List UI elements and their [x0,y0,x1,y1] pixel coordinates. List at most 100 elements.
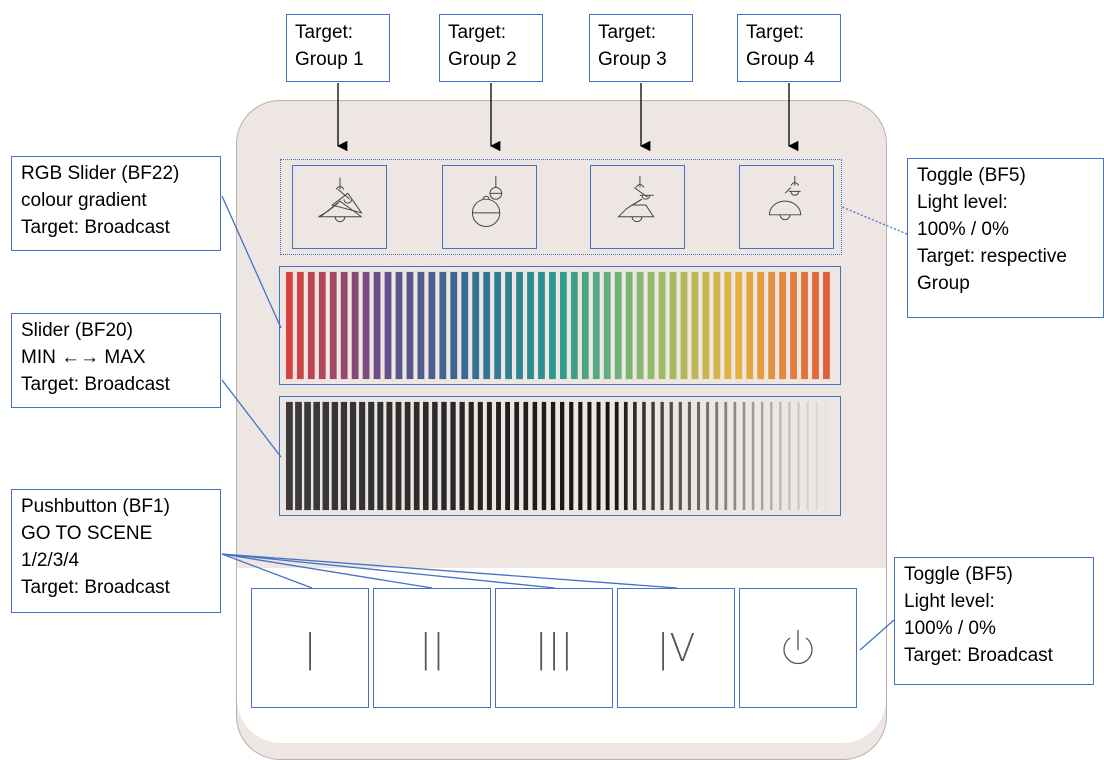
rgb-slider-bar [735,271,743,380]
target-group-4-label: Target:Group 4 [737,14,841,82]
toggle-group-2-button[interactable] [442,165,537,249]
brightness-slider-bar [541,401,547,511]
rgb-slider-bar [801,271,808,380]
brightness-slider-bar [687,401,691,511]
rgb-slider-bar [680,271,688,380]
rgb-slider-bar [790,271,797,380]
globe-lamp-icon [471,175,503,228]
brightness-slider-bar [788,401,791,511]
brightness-slider-bar [505,401,511,511]
rgb-slider-bar [702,271,710,380]
rgb-slider-bar [450,271,458,380]
brightness-slider-bar [669,401,673,511]
rgb-slider-bar [527,271,534,380]
toggle-group-1-button[interactable] [292,165,387,249]
rgb-slider-bar [505,271,512,380]
rgb-slider-bar [318,271,326,380]
brightness-slider-bar [614,401,619,511]
rgb-slider-bar [570,271,578,380]
brightness-slider-bar [313,401,320,511]
rgb-slider[interactable] [279,266,841,385]
scene-1-button[interactable]: | [251,588,369,708]
brightness-slider-bar [422,401,429,511]
rgb-slider-bar [768,271,776,380]
rgb-slider-bar [340,271,348,380]
brightness-slider-bar [560,401,565,511]
brightness-slider-bar [779,401,782,511]
rgb-slider-bar [351,271,359,380]
rgb-slider-bar [724,271,732,380]
brightness-slider-bar [322,401,330,511]
brightness-slider-bar [477,401,483,511]
scene-2-icon: || [419,626,445,670]
toggle-groups-callout: Toggle (BF5) Light level: 100% / 0% Targ… [907,158,1104,318]
brightness-slider-bar [285,401,293,511]
brightness-slider-bar [596,401,601,511]
brightness-slider-bar [441,401,447,511]
brightness-slider-bar [724,401,728,511]
rgb-slider-bar [625,271,633,380]
rgb-slider-bar [560,271,567,380]
pendant-lamp-trapezoid-icon [617,175,655,223]
brightness-slider-bar [368,401,375,511]
brightness-slider-bar [377,401,384,511]
brightness-slider-bar [706,401,710,511]
toggle-group-4-button[interactable] [739,165,834,249]
rgb-slider-bar [669,271,677,380]
toggle-group-3-button[interactable] [590,165,685,249]
brightness-slider-bar [824,401,827,511]
brightness-slider-bar [660,401,664,511]
scene-3-icon: ||| [534,626,574,670]
rgb-slider-bar [823,271,830,380]
scene-2-button[interactable]: || [373,588,491,708]
brightness-slider-bar [815,401,818,511]
brightness-slider-bar [304,401,311,511]
brightness-slider-bar [715,401,719,511]
power-icon [783,630,813,665]
brightness-slider-bar [633,401,637,511]
rgb-slider-bar [779,271,787,380]
target-group-2-label: Target:Group 2 [439,14,543,82]
brightness-slider-bar [651,401,655,511]
rgb-slider-bar [417,271,425,380]
dome-lamp-icon [768,175,802,221]
rgb-slider-bar [428,271,436,380]
rgb-slider-bar [494,271,502,380]
rgb-slider-bar [713,271,721,380]
power-button[interactable] [739,588,857,708]
rgb-slider-bar [384,271,392,380]
scene-4-button[interactable]: |V [617,588,735,708]
brightness-slider-bar [550,401,556,511]
brightness-slider-bar [770,401,773,511]
brightness-slider-bar [359,401,366,511]
brightness-slider-bar [569,401,574,511]
rgb-slider-bar [439,271,447,380]
brightness-slider-bars [285,401,827,511]
rgb-slider-bar [406,271,414,380]
brightness-slider-bar [678,401,682,511]
scene-1-icon: | [303,626,317,670]
rgb-slider-bar [395,271,403,380]
rgb-slider-bar [461,271,469,380]
rgb-slider-bar [483,271,491,380]
scene-3-button[interactable]: ||| [495,588,613,708]
brightness-slider-bar [349,401,357,511]
brightness-slider-bar [742,401,746,511]
brightness-slider[interactable] [279,396,841,516]
scene-4-icon: |V [656,626,696,670]
rgb-slider-bar [658,271,666,380]
brightness-slider-bar [523,401,529,511]
rgb-slider-bar [472,271,480,380]
brightness-slider-callout: Slider (BF20) MIN ←→ MAX Target: Broadca… [11,313,221,408]
brightness-slider-bar [295,401,302,511]
pendant-lamp-cone-icon [318,177,363,223]
brightness-slider-bar [496,401,501,511]
brightness-slider-bar [331,401,339,511]
rgb-slider-bar [296,271,304,380]
rgb-slider-bar [373,271,381,380]
rgb-slider-bar [592,271,600,380]
brightness-slider-bar [605,401,610,511]
brightness-slider-bar [806,401,809,511]
brightness-slider-bar [751,401,755,511]
brightness-slider-bar [468,401,474,511]
